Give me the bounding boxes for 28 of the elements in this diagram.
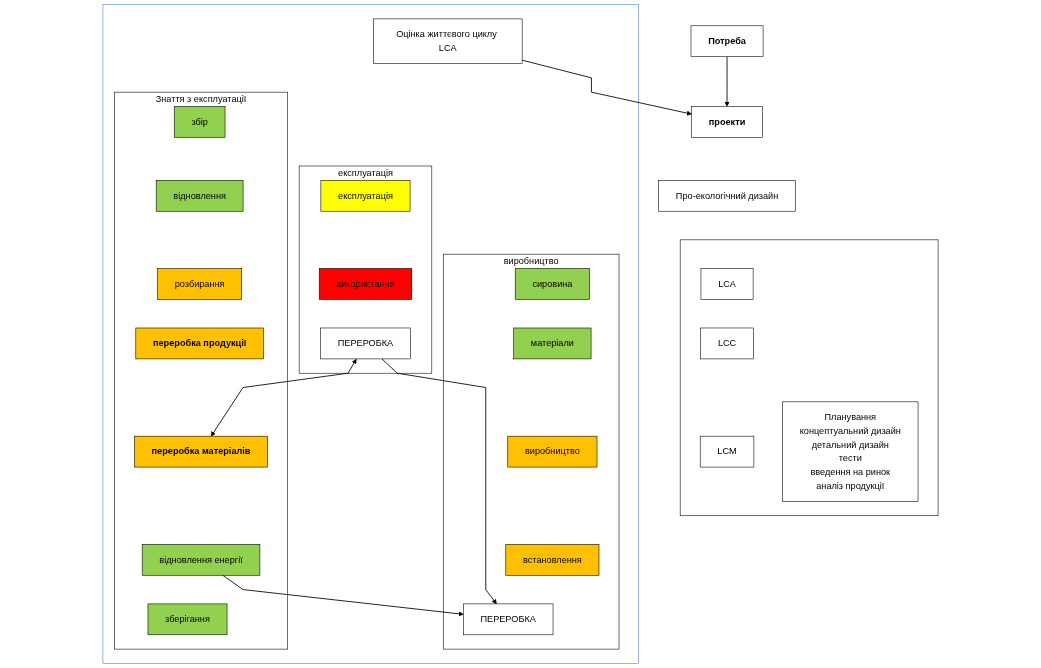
node-box [320, 180, 411, 212]
node-box [700, 327, 754, 360]
node-box [699, 435, 755, 468]
node-box [658, 180, 796, 212]
node-box [147, 603, 228, 636]
node-box [173, 106, 226, 138]
node-box [700, 268, 754, 300]
node-box [155, 180, 244, 212]
cluster [114, 91, 288, 650]
node-box [318, 268, 413, 300]
node-box [507, 435, 598, 468]
node-box [514, 268, 590, 300]
cluster [679, 239, 939, 517]
node-box [690, 25, 764, 57]
node-box [157, 268, 242, 300]
node-box [463, 603, 554, 636]
node-box [141, 544, 261, 576]
node-box [691, 106, 763, 138]
node-box [513, 327, 592, 360]
node-box [320, 327, 411, 360]
node-box [134, 435, 268, 468]
cluster [442, 253, 620, 650]
cluster [298, 165, 433, 374]
cluster [102, 4, 639, 664]
node-box [505, 544, 600, 576]
node-box [782, 401, 919, 502]
node-box [373, 18, 523, 64]
node-box [135, 327, 264, 360]
